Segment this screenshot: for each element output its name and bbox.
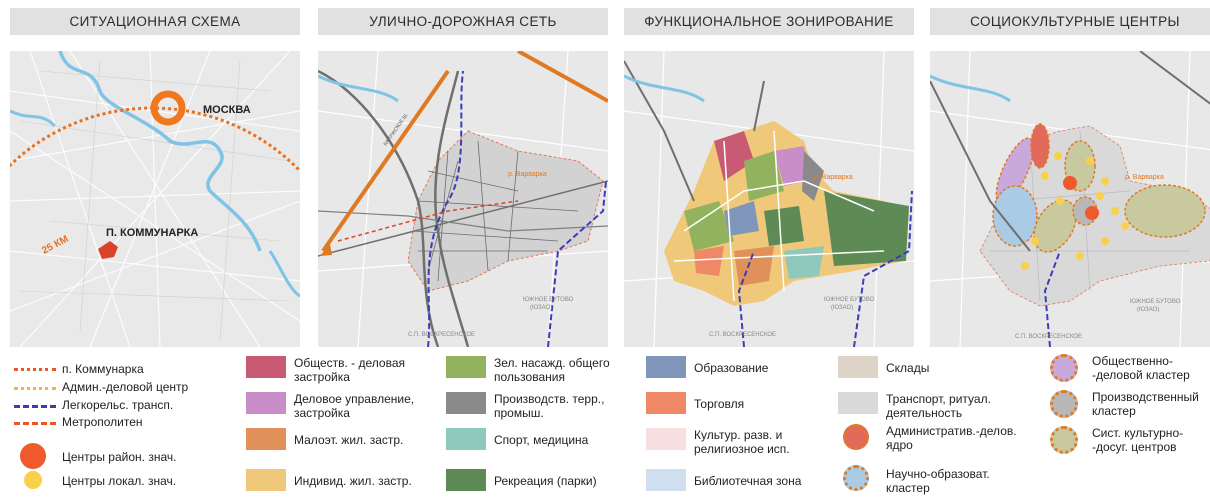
legend-label: Торговля [694,397,745,411]
district-sub-label: (ЮЗАО) [831,305,853,311]
settlement-label: С.П. ВОСКРЕСЕНСКОЕ [1015,334,1082,340]
legend-label: Общественно--деловой кластер [1092,354,1190,382]
legend-swatch-public-business [246,356,286,378]
legend-label: Образование [694,361,769,375]
panel-road-network: УЛИЧНО-ДОРОЖНАЯ СЕТЬ р. Варварк [318,8,608,347]
district-label: ЮЖНОЕ БУТОВО [1130,299,1181,305]
legend-swatch-culture [646,428,686,450]
river-label: р. Варварка [1125,174,1164,181]
legend-badge-admin-core [843,424,869,450]
legend-line-kommunarka [14,368,56,371]
legend-label: Админ.-деловой центр [62,380,189,394]
river-label: р. Варварка [814,174,853,181]
legend-label: Библиотечная зона [694,474,802,488]
socio-map-svg: р. Варварка ЮЖНОЕ БУТОВО (ЮЗАО) С.П. ВОС… [930,51,1210,347]
legend-label: Малоэт. жил. застр. [294,433,404,447]
district-label: ЮЖНОЕ БУТОВО [824,297,875,303]
legend-swatch-education [646,356,686,378]
map-situational: МОСКВА П. КОММУНАРКА 25 КМ [10,51,300,347]
legend-swatch-transport [838,392,878,414]
legend-label: Научно-образоват.кластер [886,467,990,495]
map-zoning: р. Варварка ЮЖНОЕ БУТОВО (ЮЗАО) С.П. ВОС… [624,51,914,347]
legend-swatch-recreation [446,469,486,491]
settlement-label: С.П. ВОСКРЕСЕНСКОЕ [709,332,776,338]
panel-situational: СИТУАЦИОННАЯ СХЕМА МОСКВА П. КОММУНАРКА … [10,8,300,347]
panel-title: ФУНКЦИОНАЛЬНОЕ ЗОНИРОВАНИЕ [624,8,914,35]
legend-label: Индивид. жил. застр. [294,474,412,488]
legend-line-lightrail [14,405,56,408]
legend-badge-industrial-cluster [1050,390,1078,418]
legend-label: Сист. культурно--досуг. центров [1092,426,1184,454]
legend-label: Административ.-делов.ядро [886,424,1017,452]
legend-label: Спорт, медицина [494,433,589,447]
legend-label: Транспорт, ритуал.деятельность [886,392,991,420]
legend-line-metro [14,422,56,425]
moscow-label: МОСКВА [203,104,251,116]
legend-swatch-trade [646,392,686,414]
district-label: ЮЖНОЕ БУТОВО [523,297,574,303]
legend-swatch-warehouse [838,356,878,378]
panel-title: УЛИЧНО-ДОРОЖНАЯ СЕТЬ [318,8,608,35]
legend-label: Центры локал. знач. [62,474,177,488]
legend-label: Производств. терр.,промыш. [494,392,605,420]
legend-label: Склады [886,361,930,375]
legend-label: Рекреация (парки) [494,474,597,488]
legend-dot-local [24,471,42,489]
legend-badge-science-cluster [843,465,869,491]
panel-sociocultural: СОЦИОКУЛЬТУРНЫЕ ЦЕНТРЫ [930,8,1210,347]
legend-swatch-individual [246,469,286,491]
settlement-label: С.П. ВОСКРЕСЕНСКОЕ [408,332,475,338]
legend-swatch-industrial [446,392,486,414]
panel-zoning: ФУНКЦИОНАЛЬНОЕ ЗОНИРОВАНИЕ [624,8,914,347]
legend-swatch-sport [446,428,486,450]
situational-map-svg: МОСКВА П. КОММУНАРКА 25 КМ [10,51,300,347]
legend-badge-culture-centers [1050,426,1078,454]
district-sub-label: (ЮЗАО) [530,305,552,311]
legend-line-admin [14,387,56,390]
panel-title: СОЦИОКУЛЬТУРНЫЕ ЦЕНТРЫ [930,8,1210,35]
legend-swatch-business-management [246,392,286,414]
legend-label: Центры район. знач. [62,450,177,464]
map-road-network: р. Варварка ЮЖНОЕ БУТОВО (ЮЗАО) С.П. ВОС… [318,51,608,347]
legend-label: Метрополитен [62,415,143,429]
legend-swatch-green [446,356,486,378]
road-map-svg: р. Варварка ЮЖНОЕ БУТОВО (ЮЗАО) С.П. ВОС… [318,51,608,347]
zoning-map-svg: р. Варварка ЮЖНОЕ БУТОВО (ЮЗАО) С.П. ВОС… [624,51,914,347]
river-label: р. Варварка [508,171,547,178]
legend-badge-public-cluster [1050,354,1078,382]
district-sub-label: (ЮЗАО) [1137,307,1159,313]
legend-label: п. Коммунарка [62,362,144,376]
legend-swatch-lowrise [246,428,286,450]
legend-label: Легкорельс. трансп. [62,398,174,412]
kommunarka-label: П. КОММУНАРКА [106,227,198,239]
map-sociocultural: р. Варварка ЮЖНОЕ БУТОВО (ЮЗАО) С.П. ВОС… [930,51,1210,347]
legend-label: Деловое управление,застройка [294,392,415,420]
panel-title: СИТУАЦИОННАЯ СХЕМА [10,8,300,35]
legend-dot-district [20,443,46,469]
legend-swatch-library [646,469,686,491]
